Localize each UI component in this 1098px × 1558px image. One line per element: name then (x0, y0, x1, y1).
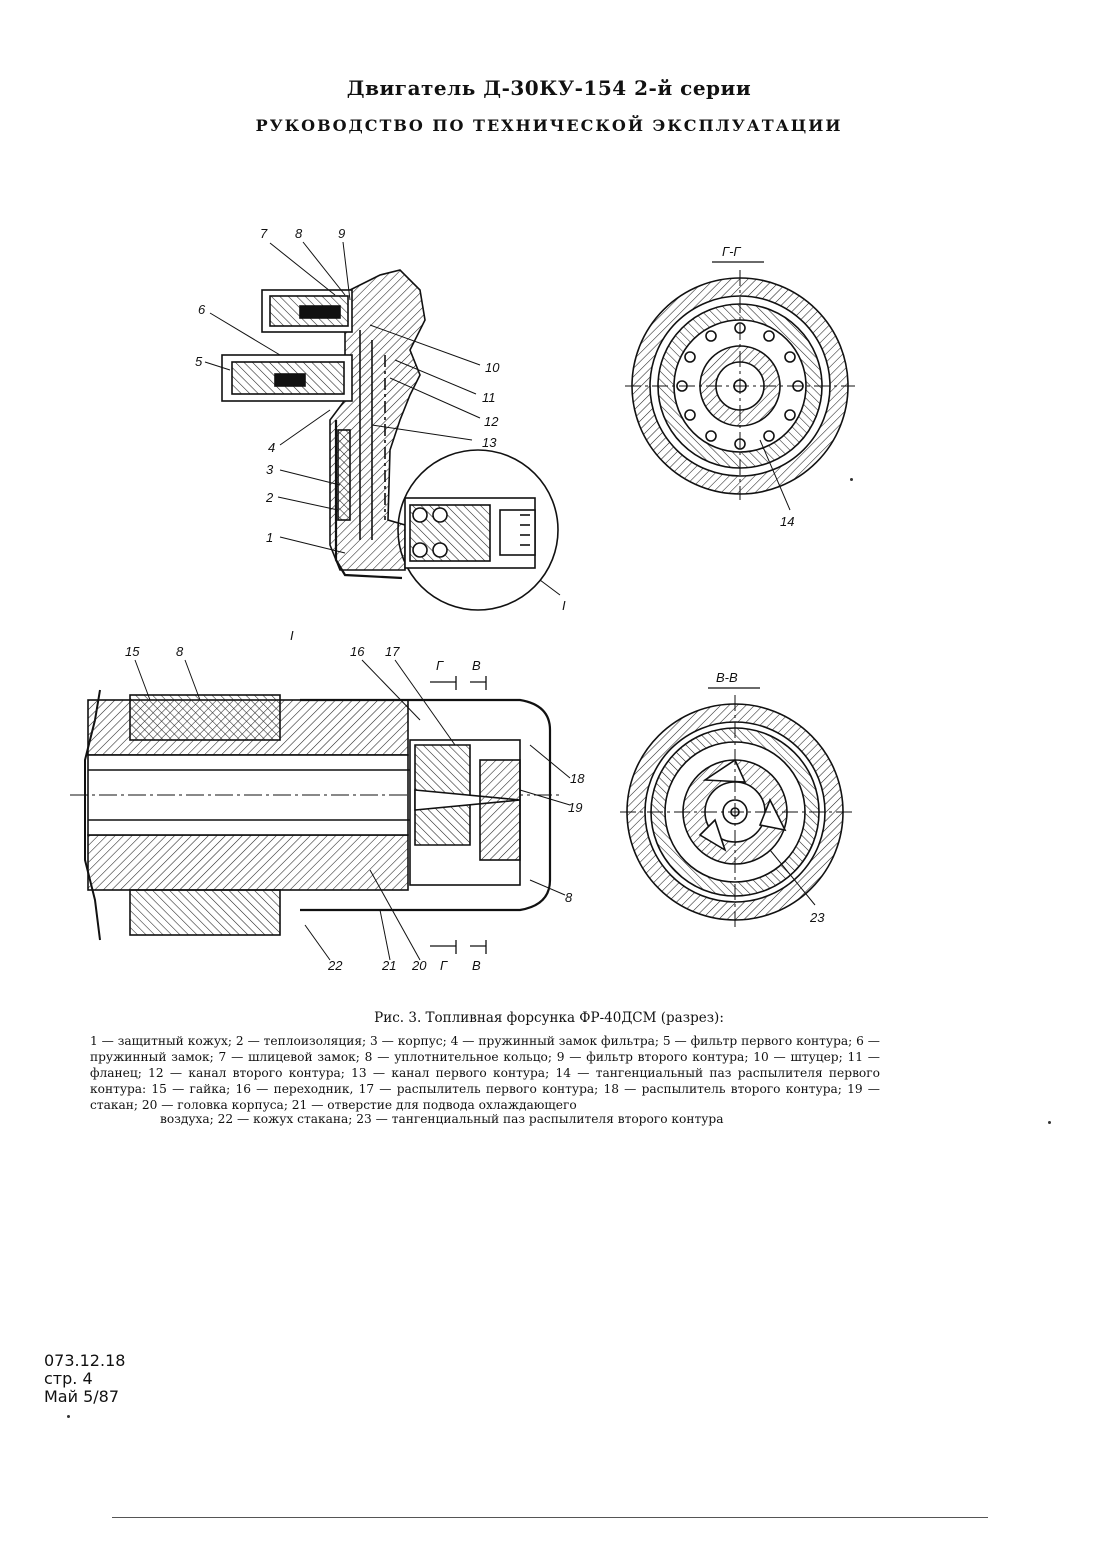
label-19: 19 (568, 800, 582, 815)
label-G-lower: Г (440, 958, 448, 973)
label-16: 16 (350, 644, 365, 659)
label-G-upper: Г (436, 658, 444, 673)
label-2: 2 (265, 490, 274, 505)
injector-section-drawing (204, 241, 561, 611)
label-1: 1 (266, 530, 273, 545)
document-title: Двигатель Д-30КУ-154 2-й серии (346, 76, 752, 100)
speck (67, 1415, 70, 1418)
label-4: 4 (268, 440, 275, 455)
speck (850, 478, 853, 481)
label-23: 23 (809, 910, 825, 925)
detail-I-drawing (70, 659, 571, 961)
detail-I-title: I (290, 628, 294, 643)
bottom-rule (112, 1517, 988, 1518)
figure-caption-title: Рис. 3. Топливная форсунка ФР-40ДСМ (раз… (374, 1010, 724, 1026)
label-20: 20 (411, 958, 427, 973)
section-gg-drawing (625, 261, 855, 511)
page-number: стр. 4 (44, 1369, 93, 1388)
document-subtitle: РУКОВОДСТВО ПО ТЕХНИЧЕСКОЙ ЭКСПЛУАТАЦИИ (255, 116, 843, 135)
label-18: 18 (570, 771, 585, 786)
label-17: 17 (385, 644, 400, 659)
label-15: 15 (125, 644, 140, 659)
label-V-lower: В (472, 958, 481, 973)
doc-date: Май 5/87 (44, 1387, 120, 1406)
label-detail-I: I (562, 598, 566, 613)
speck (1048, 1121, 1051, 1124)
label-11: 11 (482, 390, 496, 405)
figure-legend-last-line: воздуха; 22 — кожух стакана; 23 — танген… (160, 1112, 724, 1126)
doc-code: 073.12.18 (44, 1351, 126, 1370)
label-V-upper: В (472, 658, 481, 673)
label-14: 14 (780, 514, 794, 529)
bottom-callout-labels: 15 8 16 17 Г В 18 19 8 22 21 20 Г В (125, 644, 585, 973)
label-12: 12 (484, 414, 499, 429)
section-vv-title: В-В (716, 670, 738, 685)
label-5: 5 (195, 354, 203, 369)
section-gg-title: Г-Г (722, 244, 741, 259)
label-10: 10 (485, 360, 500, 375)
section-vv-drawing (620, 687, 855, 930)
label-8: 8 (295, 226, 303, 241)
label-7: 7 (260, 226, 268, 241)
top-callout-labels: 7 8 9 6 5 10 11 12 13 4 3 2 1 I (195, 226, 566, 613)
label-6: 6 (198, 302, 206, 317)
label-3: 3 (266, 462, 274, 477)
figure-drawings: 7 8 9 6 5 10 11 12 13 4 3 2 1 I Г-Г 14 (70, 226, 855, 973)
label-22: 22 (327, 958, 343, 973)
label-9: 9 (338, 226, 345, 241)
figure-legend: 1 — защитный кожух; 2 — теплоизоляция; 3… (90, 1034, 880, 1112)
label-21: 21 (381, 958, 396, 973)
label-13: 13 (482, 435, 497, 450)
label-8b: 8 (176, 644, 184, 659)
label-8c: 8 (565, 890, 573, 905)
